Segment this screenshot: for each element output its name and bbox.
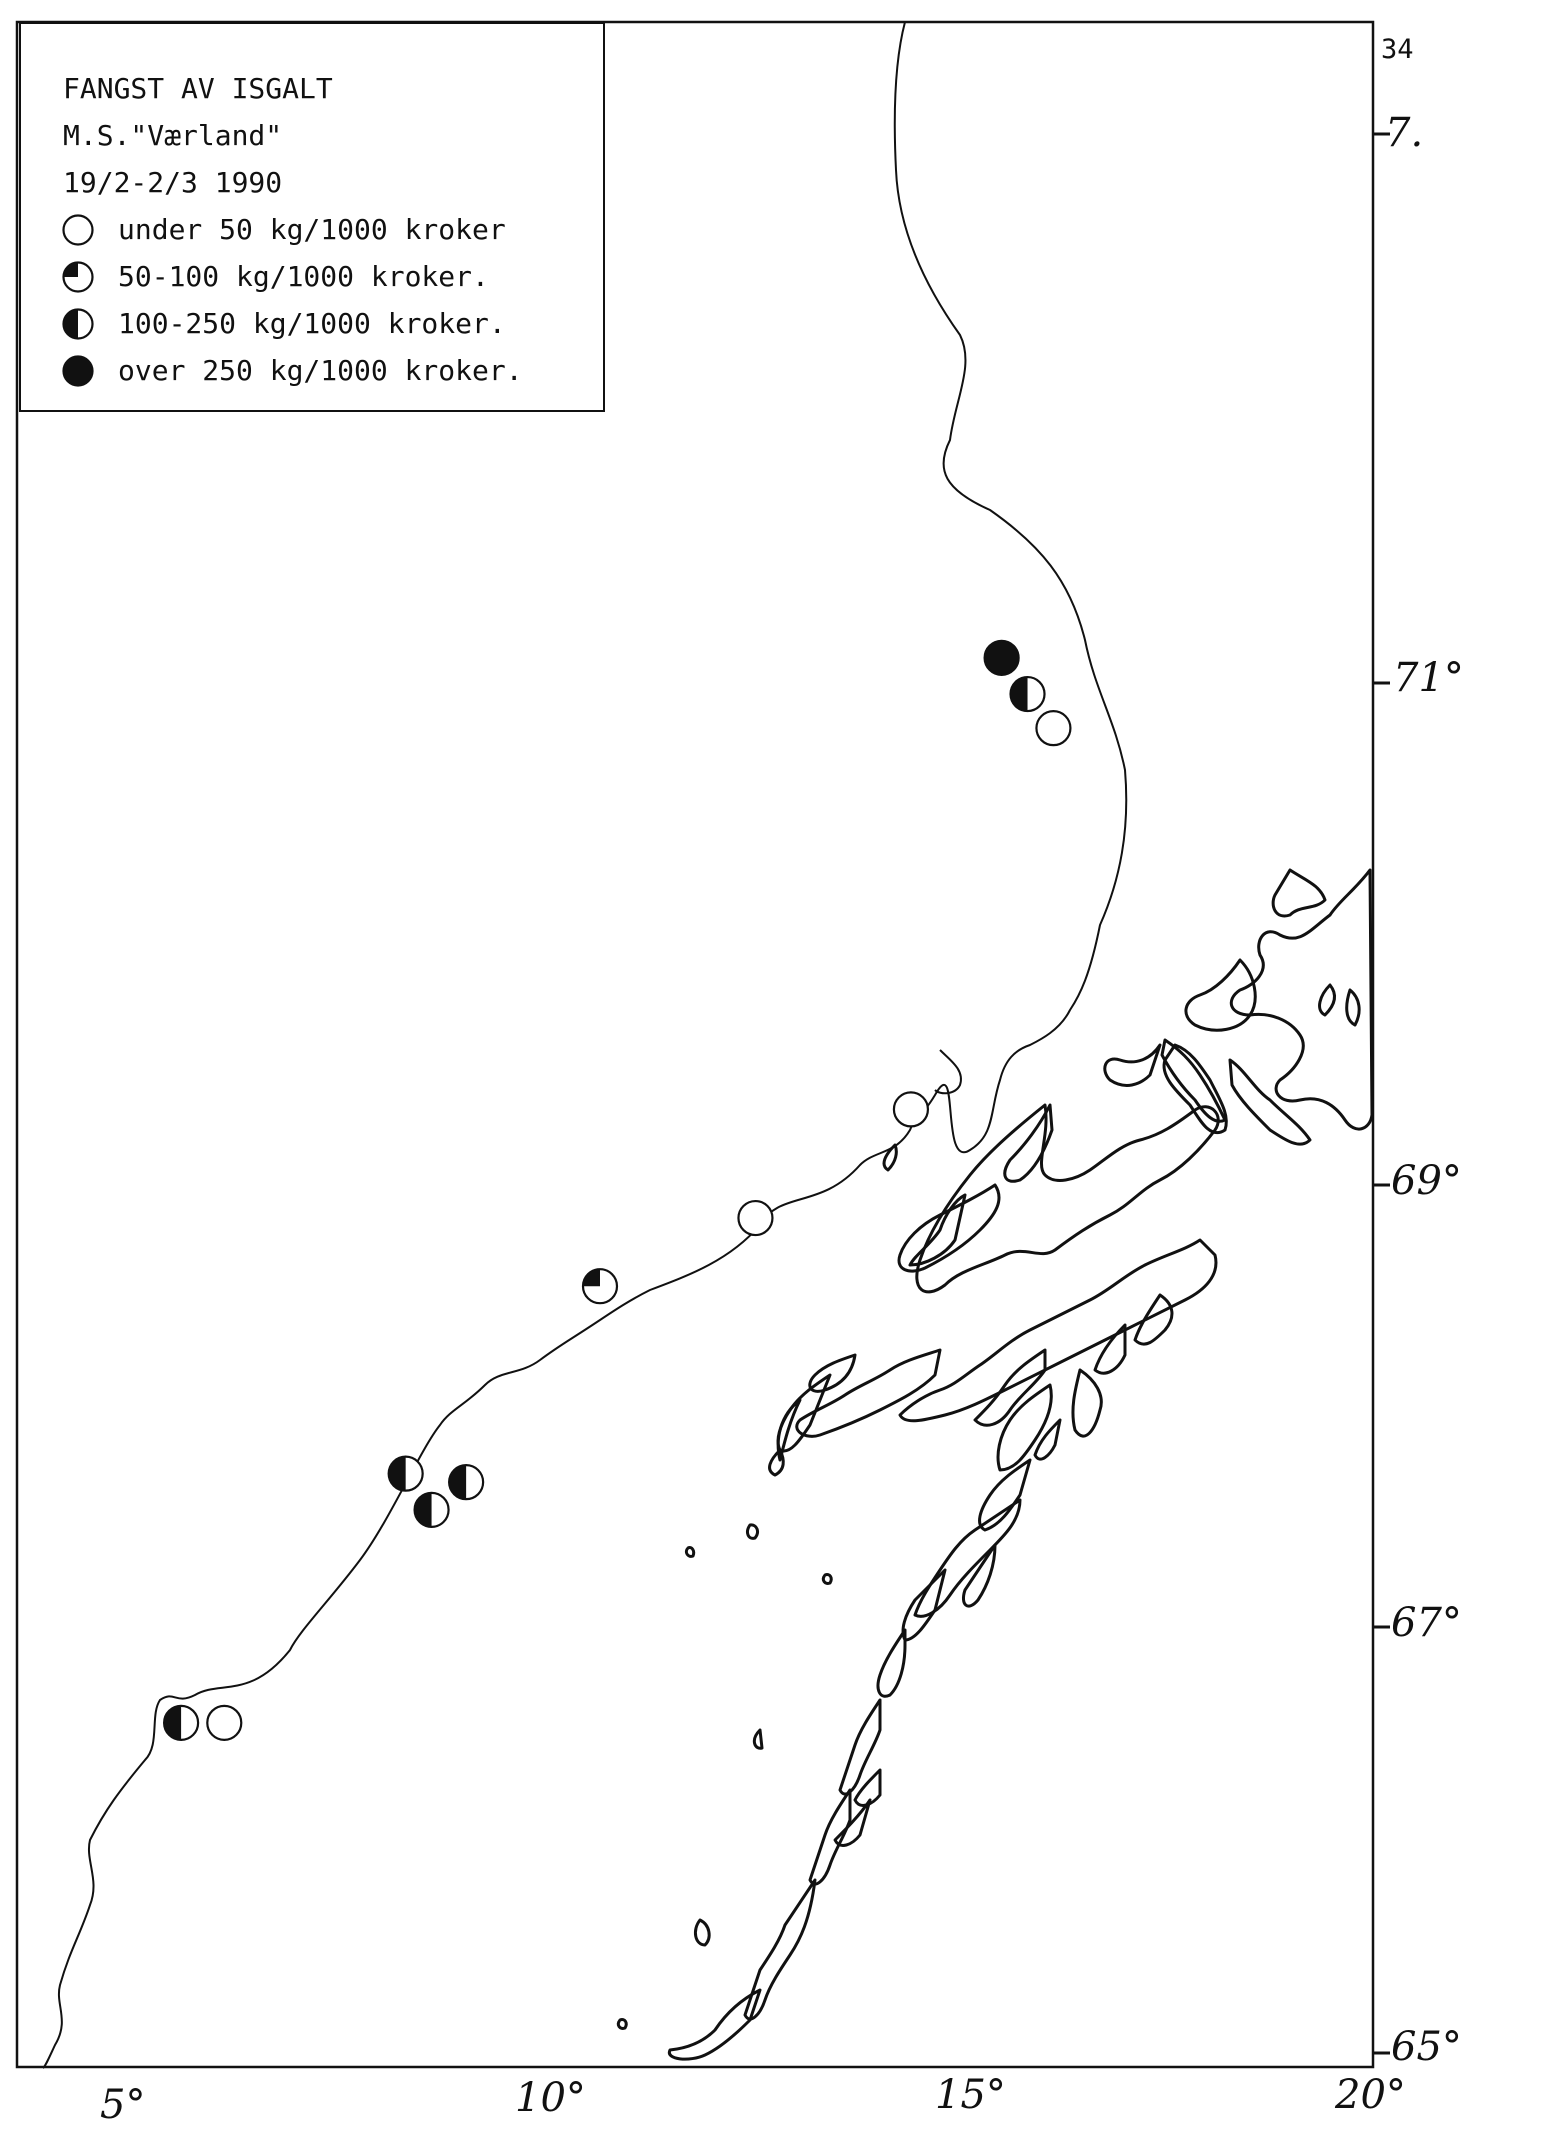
legend-quarter-circle-icon — [62, 261, 94, 293]
lon-label-15: 15° — [935, 2072, 1006, 2118]
lon-label-10: 10° — [515, 2075, 586, 2121]
legend-half-circle-icon — [62, 308, 94, 340]
station-marker-open — [206, 1704, 243, 1741]
lat-label-71: 71° — [1393, 655, 1464, 701]
lat-label-65: 65° — [1391, 2024, 1462, 2070]
coastline-islands — [616, 868, 1374, 2061]
legend-label-under-50: under 50 kg/1000 kroker — [118, 213, 506, 246]
shelf-edge-notch — [934, 1049, 962, 1095]
lon-label-5: 5° — [100, 2082, 146, 2128]
legend-period: 19/2-2/3 1990 — [63, 166, 283, 199]
lat-label-67: 67° — [1391, 1600, 1462, 1646]
shelf-edge-contour — [42, 21, 1128, 2069]
legend-title: FANGST AV ISGALT — [63, 72, 333, 105]
station-marker-full — [983, 639, 1020, 676]
legend-label-over-250: over 250 kg/1000 kroker. — [118, 354, 523, 387]
legend-label-50-100: 50-100 kg/1000 kroker. — [118, 260, 489, 293]
lon-label-20: 20° — [1335, 2072, 1406, 2118]
station-marker-quarter — [581, 1268, 619, 1305]
station-marker-open — [737, 1199, 774, 1237]
map-frame — [15, 20, 1375, 2069]
station-marker-half — [387, 1455, 424, 1492]
station-marker-half — [163, 1704, 200, 1741]
lat-label-72: 7. — [1385, 110, 1424, 156]
legend-full-circle-icon — [62, 355, 94, 387]
legend-open-circle-icon — [62, 214, 94, 246]
legend-box: FANGST AV ISGALT M.S."Værland" 19/2-2/3 … — [19, 22, 605, 412]
station-marker-half — [1009, 675, 1046, 713]
station-markers — [163, 639, 1072, 1741]
page-number: 34 — [1381, 34, 1414, 65]
legend-vessel: M.S."Værland" — [63, 119, 283, 152]
legend-label-100-250: 100-250 kg/1000 kroker. — [118, 307, 506, 340]
station-marker-half — [413, 1491, 450, 1528]
station-marker-half — [448, 1464, 485, 1501]
lat-ticks — [1373, 132, 1390, 2055]
lat-label-69: 69° — [1391, 1158, 1462, 1204]
station-marker-open — [1035, 710, 1072, 747]
station-marker-open — [892, 1091, 930, 1128]
